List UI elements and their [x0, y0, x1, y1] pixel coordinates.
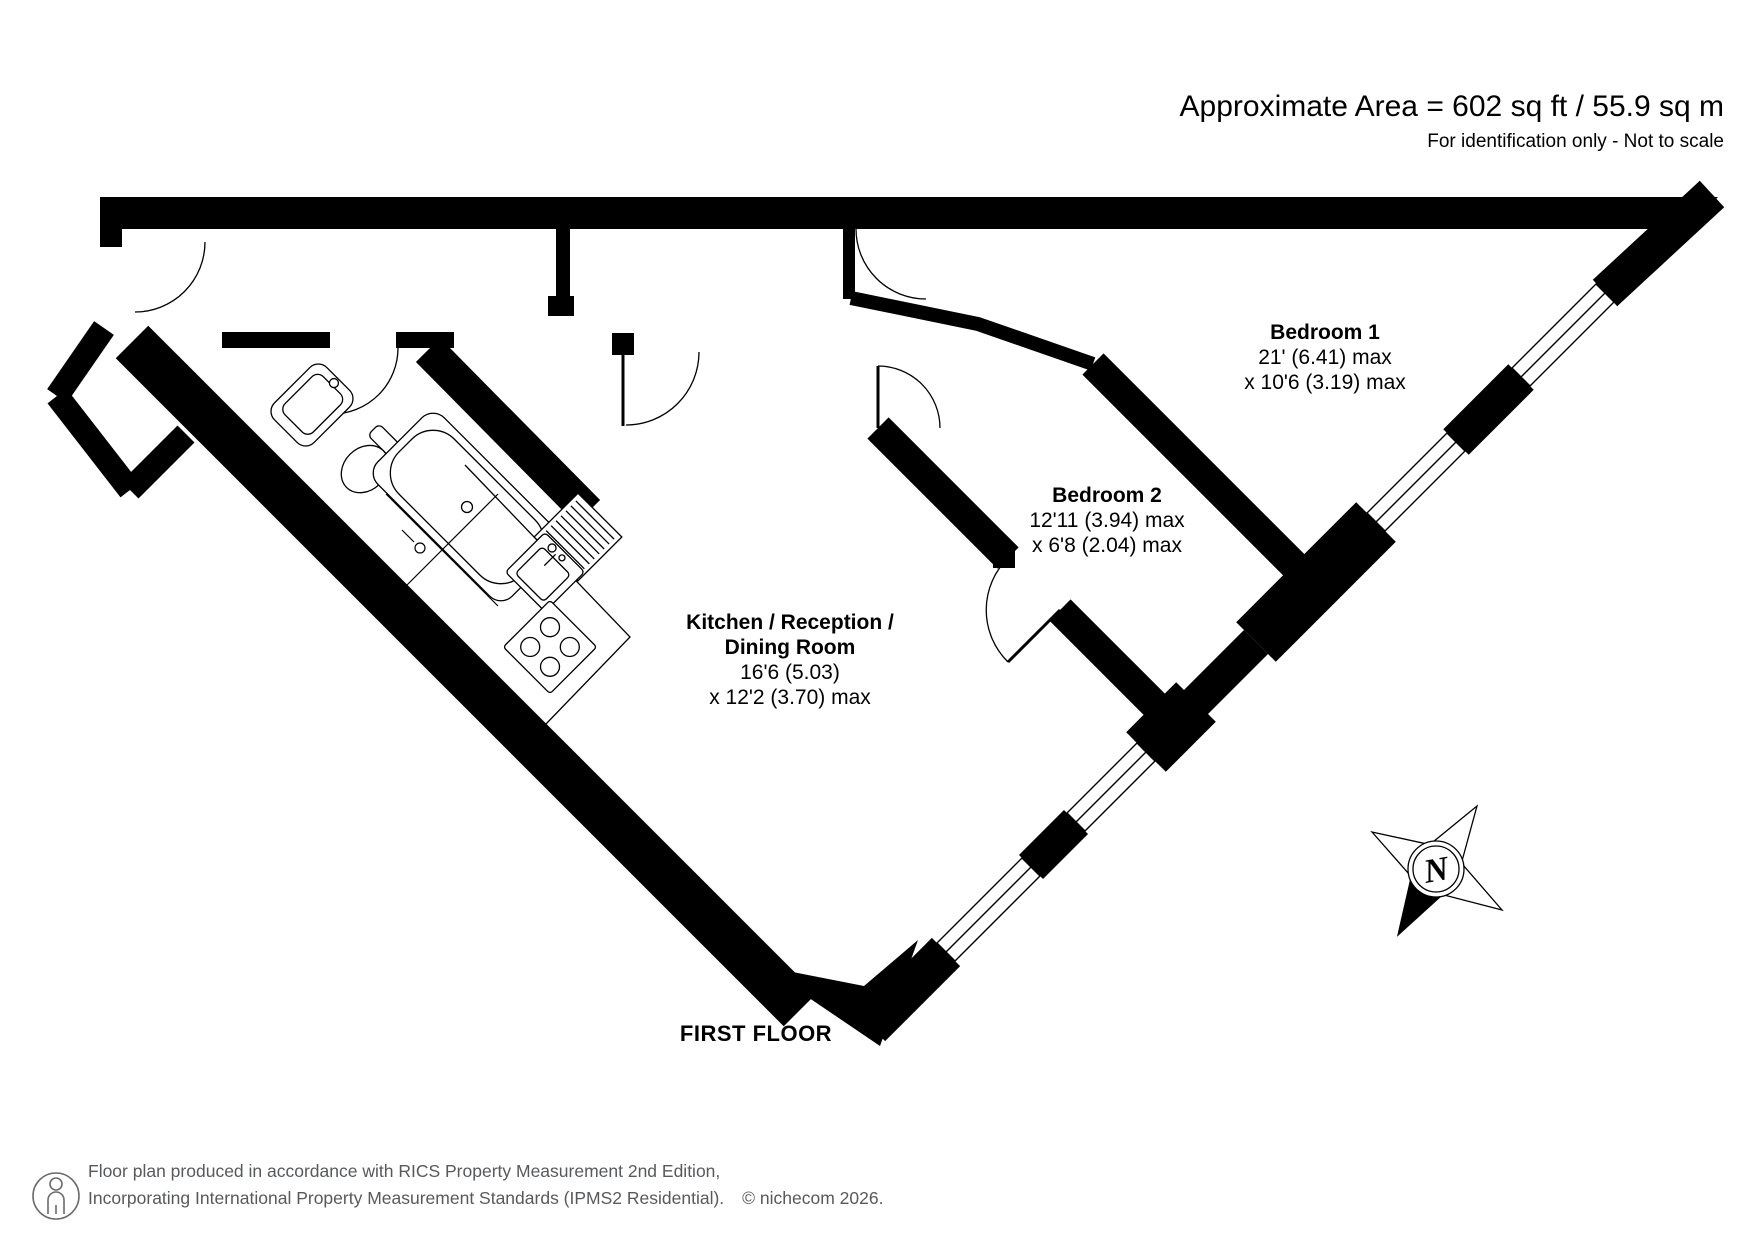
shower-screen	[385, 493, 499, 607]
kitchen-dim-2: x 12'2 (3.70) max	[709, 686, 871, 709]
bedroom-1-dim-2: x 10'6 (3.19) max	[1244, 371, 1406, 394]
bedroom-2-dim-2: x 6'8 (2.04) max	[1032, 534, 1182, 557]
bedroom-1-dim-1: 21' (6.41) max	[1258, 346, 1392, 369]
bedroom-1-name: Bedroom 1	[1270, 321, 1380, 344]
kitchen-name-line2: Dining Room	[724, 636, 856, 659]
bathroom-fixtures	[270, 363, 562, 607]
kitchen-fixtures	[464, 464, 631, 726]
footer-line-1: Floor plan produced in accordance with R…	[88, 1161, 721, 1181]
kitchen-counter	[464, 464, 631, 726]
kitchen-name-line1: Kitchen / Reception /	[686, 611, 894, 634]
rics-person-icon	[32, 1172, 80, 1220]
scale-disclaimer-text: For identification only - Not to scale	[1427, 131, 1724, 152]
compass-north-icon: N	[1370, 804, 1504, 937]
hob	[503, 600, 597, 694]
approximate-area-text: Approximate Area = 602 sq ft / 55.9 sq m	[1179, 90, 1724, 123]
footer-line-2-text: Incorporating International Property Mea…	[88, 1188, 725, 1208]
room-label-bedroom-1: Bedroom 1 21' (6.41) max x 10'6 (3.19) m…	[1244, 320, 1406, 395]
floor-label: FIRST FLOOR	[679, 1021, 833, 1046]
kitchen-sink	[506, 533, 584, 611]
footer-line-2: Incorporating International Property Mea…	[88, 1185, 883, 1212]
bathroom-sink	[270, 363, 354, 447]
room-label-kitchen: Kitchen / Reception / Dining Room 16'6 (…	[686, 610, 894, 710]
window-bands	[936, 283, 1615, 962]
room-label-bedroom-2: Bedroom 2 12'11 (3.94) max x 6'8 (2.04) …	[1029, 483, 1184, 558]
bedroom-2-dim-1: 12'11 (3.94) max	[1029, 509, 1185, 532]
bathtub	[372, 412, 562, 602]
kitchen-dim-1: 16'6 (5.03)	[740, 661, 840, 684]
footer: Floor plan produced in accordance with R…	[88, 1158, 883, 1212]
exterior-walls	[47, 180, 1725, 1046]
bedroom-2-name: Bedroom 2	[1052, 484, 1162, 507]
interior-walls	[222, 229, 1329, 731]
door-swings	[134, 228, 1062, 664]
footer-copyright: © nichecom 2026.	[742, 1188, 884, 1208]
